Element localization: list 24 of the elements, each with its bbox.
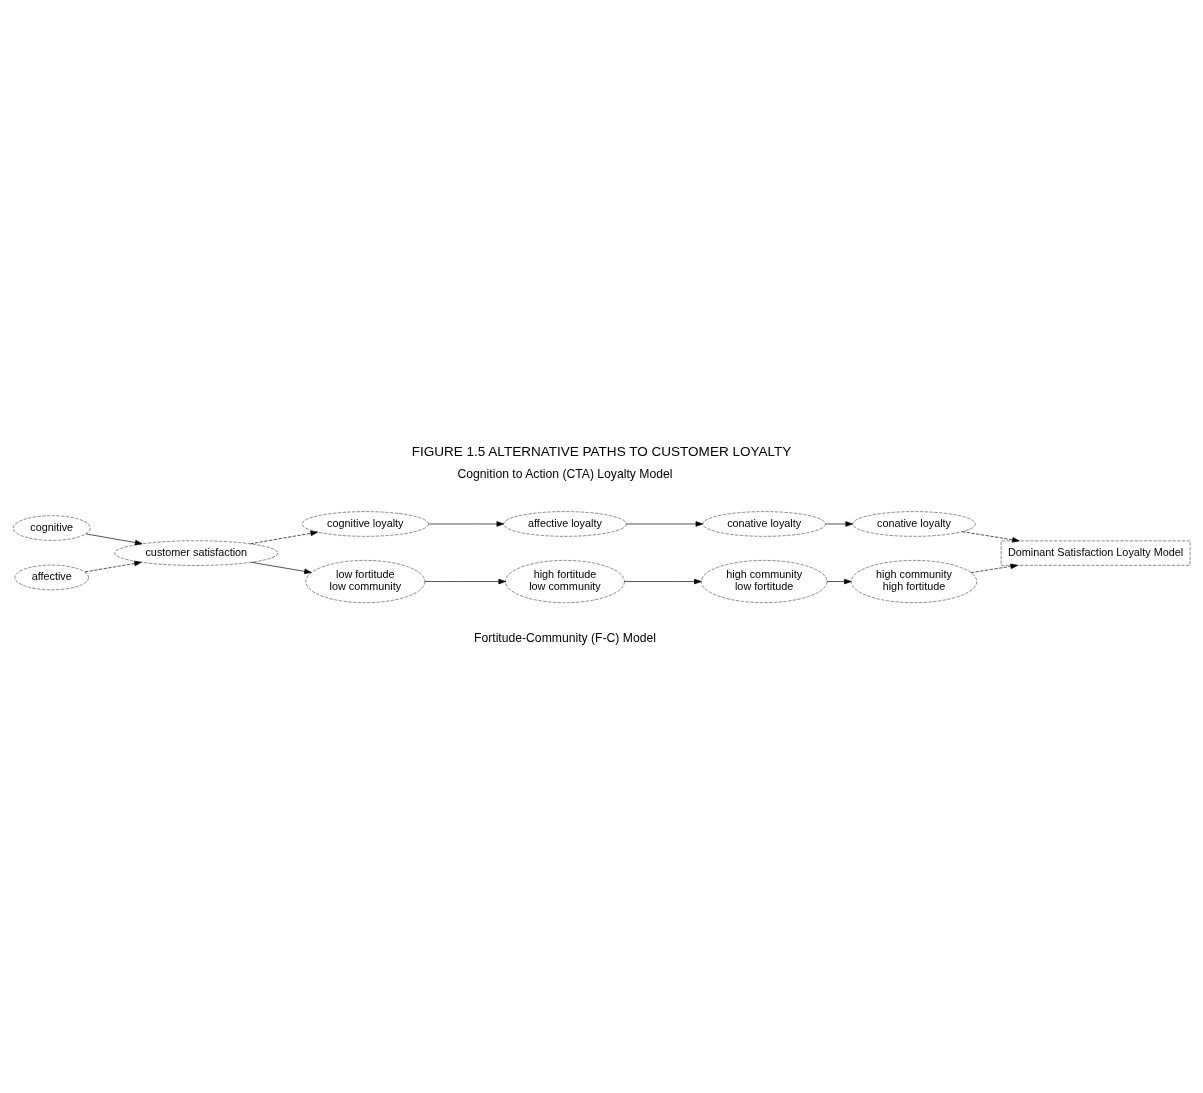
arrow	[826, 578, 852, 584]
node-ellipse: high community low fortitude	[701, 559, 828, 603]
arrow	[825, 520, 853, 527]
arrow	[970, 563, 1018, 573]
arrow	[250, 530, 318, 544]
arrow	[251, 561, 312, 574]
arrow	[424, 578, 506, 584]
arrow	[85, 533, 143, 545]
node-ellipse: affective loyalty	[503, 510, 627, 537]
arrow	[428, 520, 504, 527]
node-ellipse: high community high fortitude	[850, 559, 978, 603]
node-ellipse: conative loyalty	[852, 510, 976, 537]
diagram-title: FIGURE 1.5 ALTERNATIVE PATHS TO CUSTOMER LOYALTY	[411, 443, 792, 459]
arrow	[84, 560, 142, 572]
node-ellipse: conative loyalty	[702, 510, 826, 537]
node-ellipse: high fortitude low community	[505, 559, 625, 603]
label: Cognition to Action (CTA) Loyalty Model	[457, 466, 673, 481]
arrow	[626, 520, 704, 527]
node-ellipse: cognitive	[12, 514, 91, 541]
arrow	[961, 530, 1020, 542]
label: Fortitude-Community (F-C) Model	[474, 630, 656, 645]
arrow	[624, 578, 702, 584]
node-box: Dominant Satisfaction Loyalty Model	[1000, 540, 1191, 566]
node-ellipse: affective	[14, 564, 89, 590]
